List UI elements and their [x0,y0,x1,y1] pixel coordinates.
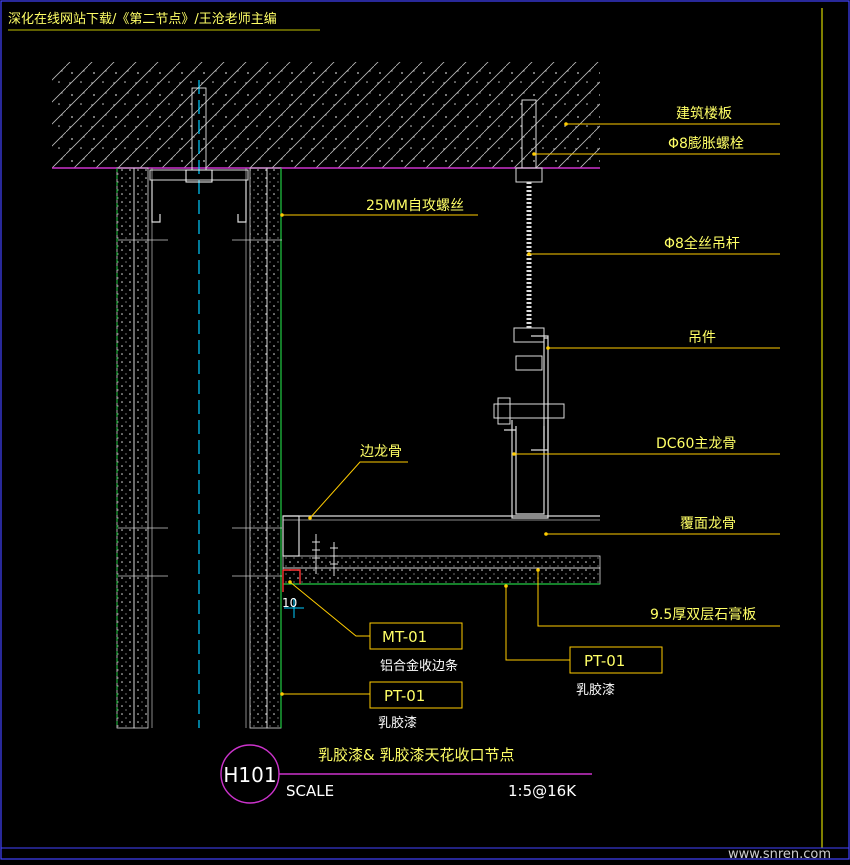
watermark: www.snren.com [728,847,831,862]
scale-value: 1:5@16K [508,782,577,800]
leader-lines [282,123,780,695]
hanger-bolt [493,403,565,419]
title-text: 乳胶漆& 乳胶漆天花收口节点 [318,746,514,764]
leader-dots [280,122,568,696]
title-id: H101 [223,763,276,787]
wall-stud-channel [151,180,247,223]
tag-pt01-wall-box [369,681,463,709]
aluminum-edge-strip [282,569,301,592]
label-cover-keel: 覆面龙骨 [680,516,736,532]
label-self-tap-screw: 25MM自攻螺丝 [366,198,464,214]
tag-pt01-wall-desc: 乳胶漆 [378,715,417,731]
gypsum-board-layer-2 [282,567,601,585]
rod-bottom-nut-2 [515,355,543,371]
tag-mt01-code: MT-01 [382,628,427,646]
label-main-keel: DC60主龙骨 [656,436,736,452]
label-expansion-bolt: Φ8膨胀螺栓 [668,135,744,152]
wall-anchor-bolt [191,87,207,171]
scale-label: SCALE [286,782,334,800]
dimension-label: 10 [282,596,297,610]
wall-board-inner-right [266,167,282,729]
label-edge-keel: 边龙骨 [360,444,402,460]
tag-pt01-ceiling-desc: 乳胶漆 [576,682,615,698]
tag-mt01-desc: 铝合金收边条 [380,658,458,674]
ceiling-screws [312,534,338,576]
label-threaded-rod: Φ8全丝吊杆 [664,235,740,252]
wall-board-left [116,167,135,729]
label-floor-slab: 建筑楼板 [676,106,732,122]
concrete-slab [52,62,600,168]
label-hanger: 吊件 [688,330,716,346]
rod-top-nut [515,167,543,183]
tag-pt01-ceiling-box [569,646,663,674]
gypsum-board-layer-1 [282,555,601,569]
header-title: 深化在线网站下载/《第二节点》/王沧老师主编 [8,11,277,27]
hanger-bolt-head [497,397,511,425]
tag-pt01-wall-code: PT-01 [384,687,425,705]
hanger-plate [531,335,549,451]
wall-screws [118,239,282,577]
tag-mt01-box [369,622,463,650]
tag-pt01-ceiling-code: PT-01 [584,652,625,670]
wall-board-inner-left [133,167,149,729]
rod-bottom-nut [513,327,545,343]
wall-board-right [249,167,268,729]
label-gypsum-board: 9.5厚双层石膏板 [650,606,756,623]
dc60-main-keel [504,420,549,519]
edge-keel [282,515,300,557]
